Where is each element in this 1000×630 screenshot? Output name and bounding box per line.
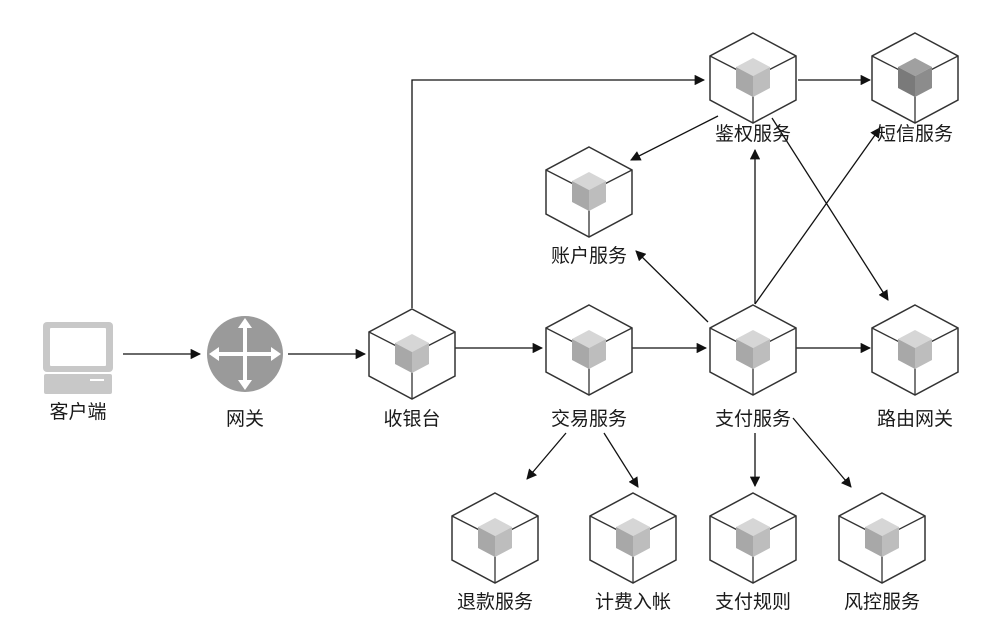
service-cube-icon: [871, 32, 959, 124]
edge-cashier-auth: [411, 74, 706, 308]
node-refund: 退款服务: [451, 492, 539, 613]
service-cube-icon: [838, 492, 926, 584]
service-cube-icon: [368, 308, 456, 400]
node-label: 计费入帐: [595, 591, 671, 613]
node-billing: 计费入帐: [589, 492, 677, 613]
node-sms: 短信服务: [871, 32, 959, 145]
node-payment: 支付服务: [709, 304, 797, 430]
node-cashier: 收银台: [368, 308, 456, 430]
node-payment-rules: 支付规则: [709, 492, 797, 613]
edge-auth-account: [630, 115, 719, 161]
node-client: 客户端: [43, 322, 113, 423]
node-label: 客户端: [49, 401, 106, 423]
node-risk: 风控服务: [838, 492, 926, 613]
service-cube-icon: [589, 492, 677, 584]
node-label: 收银台: [383, 408, 440, 430]
edge-payment-risk: [792, 417, 852, 488]
node-account: 账户服务: [545, 146, 633, 267]
node-label: 风控服务: [844, 591, 920, 613]
service-cube-icon: [545, 146, 633, 238]
edge-payment-account: [635, 250, 709, 323]
edges: [123, 74, 889, 488]
node-label: 短信服务: [877, 123, 953, 145]
node-gateway: 网关: [207, 316, 283, 430]
edge-auth-route-gateway: [771, 117, 889, 301]
edge-trade-billing: [603, 432, 639, 488]
node-label: 支付服务: [715, 408, 791, 430]
service-cube-icon: [545, 304, 633, 396]
edge-payment-sms: [754, 127, 881, 305]
node-label: 退款服务: [457, 591, 533, 613]
node-label: 支付规则: [715, 591, 791, 613]
node-trade: 交易服务: [545, 304, 633, 430]
node-label: 交易服务: [551, 408, 627, 430]
node-auth: 鉴权服务: [709, 32, 797, 145]
service-cube-icon: [709, 492, 797, 584]
node-label: 鉴权服务: [715, 123, 791, 145]
node-label: 路由网关: [877, 408, 953, 430]
node-label: 账户服务: [551, 245, 627, 267]
router-icon: [207, 316, 283, 392]
service-cube-icon: [451, 492, 539, 584]
service-cube-icon: [709, 32, 797, 124]
service-cube-icon: [871, 304, 959, 396]
node-label: 网关: [226, 408, 264, 430]
edge-trade-refund: [526, 432, 567, 480]
node-route-gateway: 路由网关: [871, 304, 959, 430]
service-cube-icon: [709, 304, 797, 396]
laptop-icon: [43, 322, 113, 394]
